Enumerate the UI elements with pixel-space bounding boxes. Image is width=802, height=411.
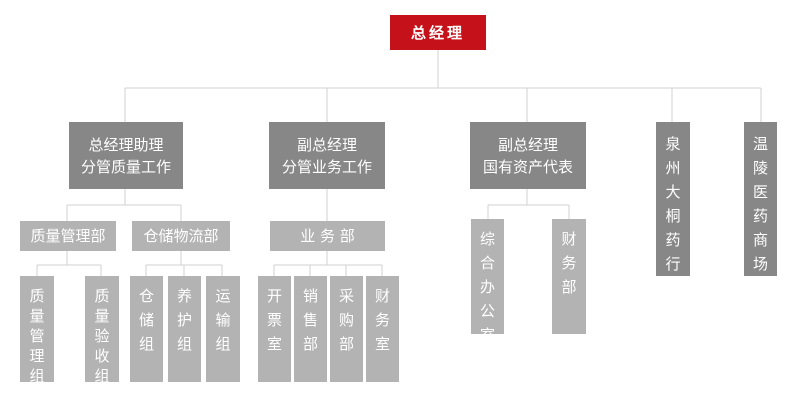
node-label: 采购部 xyxy=(338,287,354,353)
node-label: 财务部 xyxy=(561,230,577,296)
root-label: 总经理 xyxy=(410,23,465,42)
node-storage-group: 仓储组 xyxy=(130,276,163,382)
node-sales-dept: 销售部 xyxy=(294,276,327,382)
node-label: 泉州大桐药行 xyxy=(665,135,681,273)
node-wenling-pharmacy-mall: 温陵医药商场 xyxy=(744,122,777,276)
node-label: 财务室 xyxy=(374,287,390,353)
node-deputy-gm-business: 副总经理 分管业务工作 xyxy=(269,122,385,189)
node-invoicing-room: 开票室 xyxy=(258,276,291,382)
node-line: 分管业务工作 xyxy=(281,157,372,176)
node-line: 副总经理 xyxy=(497,135,558,154)
node-label: 养护组 xyxy=(176,287,192,353)
node-deputy-gm-state-assets: 副总经理 国有资产代表 xyxy=(470,122,586,189)
node-label: 质量管理组 xyxy=(29,287,45,385)
node-maintenance-group: 养护组 xyxy=(168,276,201,382)
node-line: 国有资产代表 xyxy=(482,157,573,176)
root-node: 总经理 xyxy=(390,15,486,50)
node-label: 开票室 xyxy=(266,287,282,353)
node-line: 总经理助理 xyxy=(88,135,164,154)
node-label: 销售部 xyxy=(302,287,318,353)
node-transport-group: 运输组 xyxy=(206,276,240,382)
node-label: 质量验收组 xyxy=(94,287,110,385)
node-quality-management-group: 质量管理组 xyxy=(20,276,54,385)
node-label: 仓储组 xyxy=(138,287,154,353)
node-label: 综合办公室 xyxy=(479,230,495,344)
node-line: 分管质量工作 xyxy=(80,157,171,176)
node-label: 业 务 部 xyxy=(300,227,355,245)
node-quality-dept: 质量管理部 xyxy=(20,221,116,251)
node-assistant-gm: 总经理助理 分管质量工作 xyxy=(69,122,183,189)
node-finance-room: 财务室 xyxy=(366,276,399,382)
node-finance-dept: 财务部 xyxy=(552,219,586,334)
node-business-dept: 业 务 部 xyxy=(270,221,385,251)
node-general-office: 综合办公室 xyxy=(471,219,504,344)
node-label: 运输组 xyxy=(215,287,231,353)
node-label: 仓储物流部 xyxy=(143,227,219,245)
node-line: 副总经理 xyxy=(296,135,357,154)
node-quality-acceptance-group: 质量验收组 xyxy=(85,276,119,385)
node-purchasing-dept: 采购部 xyxy=(330,276,363,382)
node-label: 质量管理部 xyxy=(30,227,106,245)
node-warehouse-logistics-dept: 仓储物流部 xyxy=(132,221,230,251)
node-label: 温陵医药商场 xyxy=(752,135,768,273)
node-datong-pharmacy: 泉州大桐药行 xyxy=(656,122,690,276)
